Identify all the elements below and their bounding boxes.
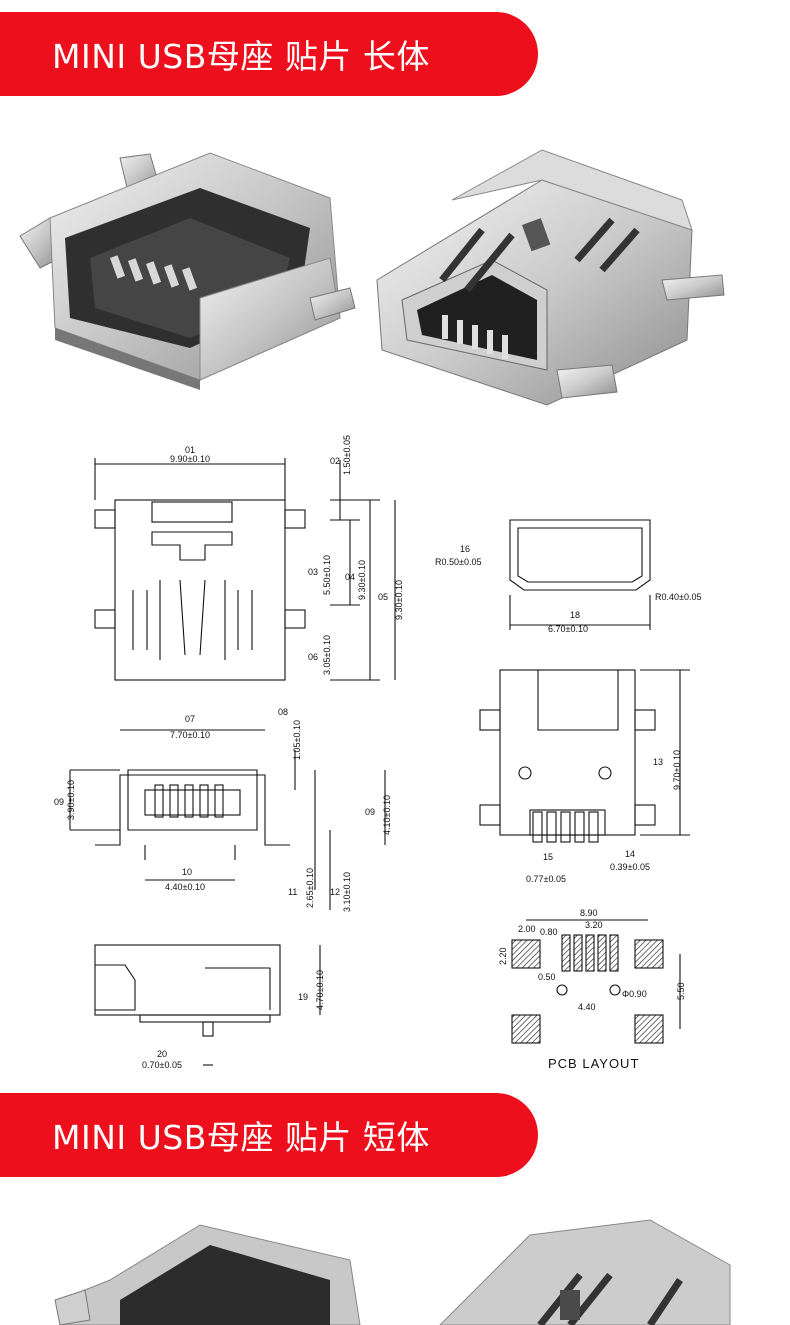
- opening-drawing: [509, 519, 651, 630]
- dim-r1: R0.50±0.05: [435, 557, 481, 567]
- label-10: 10: [182, 867, 192, 877]
- pcb-dim-pin: 0.50: [538, 972, 556, 982]
- pcb-dim-pad-gap: 0.80: [540, 927, 558, 937]
- label-01: 01: [185, 445, 195, 455]
- label-15: 15: [543, 852, 553, 862]
- dim-b: 9.30±0.10: [357, 560, 367, 600]
- label-14: 14: [625, 849, 635, 859]
- dim-tab: 1.50±0.05: [342, 435, 352, 475]
- label-09a: 09: [54, 797, 64, 807]
- label-05: 05: [378, 592, 388, 602]
- dim-front-width: 7.70±0.10: [170, 730, 210, 740]
- dim-d: 3.05±0.10: [322, 635, 332, 675]
- dim-r: 3.10±0.10: [342, 872, 352, 912]
- dim-l: 9.70±0.10: [672, 750, 682, 790]
- dim-a: 5.50±0.10: [322, 555, 332, 595]
- dim-c: 9.30±0.10: [394, 580, 404, 620]
- dim-h: 3.90±0.10: [66, 780, 76, 820]
- label-11: 11: [288, 887, 297, 897]
- label-02: 02: [330, 456, 340, 466]
- technical-drawing: 01 9.90±0.10 02 1.50±0.05 03 5.50±0.10 0…: [54, 435, 701, 1071]
- label-04: 04: [345, 572, 355, 582]
- banner-title-long: MINI USB母座 贴片 长体: [52, 37, 430, 76]
- label-08: 08: [278, 707, 288, 717]
- section-banner-short: MINI USB母座 贴片 短体: [0, 1093, 538, 1177]
- dim-opening-width: 6.70±0.10: [548, 624, 588, 634]
- section-banner-long: MINI USB母座 贴片 长体: [0, 12, 538, 96]
- label-09b: 09: [365, 807, 375, 817]
- pcb-dim-width: 8.90: [580, 908, 598, 918]
- label-06: 06: [308, 652, 318, 662]
- dim-t: 1.05±0.10: [292, 720, 302, 760]
- dim-h2: 4.10±0.10: [382, 795, 392, 835]
- top-view-drawing: [94, 458, 396, 681]
- dim-r2: R0.40±0.05: [655, 592, 701, 602]
- pcb-layout-drawing: [511, 919, 681, 1044]
- dim-side-h: 4.70±0.10: [315, 970, 325, 1010]
- label-18: 18: [570, 610, 580, 620]
- front-view-drawing: [69, 729, 386, 910]
- bottom-view-drawing: [479, 669, 690, 843]
- dim-pitch: 0.77±0.05: [526, 874, 566, 884]
- label-13: 13: [653, 757, 663, 767]
- label-12: 12: [330, 887, 340, 897]
- label-07: 07: [185, 714, 195, 724]
- dim-pin: 0.39±0.05: [610, 862, 650, 872]
- dim-side-pin: 0.70±0.05: [142, 1060, 182, 1070]
- side-view-drawing: [94, 944, 321, 1066]
- pcb-dim-pad-h: 2.20: [498, 947, 508, 965]
- label-20: 20: [157, 1049, 167, 1059]
- dim-width-top: 9.90±0.10: [170, 454, 210, 464]
- pcb-dim-side: 5.50: [676, 982, 686, 1000]
- pcb-dim-hole: Φ0.90: [622, 989, 647, 999]
- connector-photo-front-short: [439, 1219, 731, 1325]
- label-03: 03: [308, 567, 318, 577]
- pcb-layout-title: PCB LAYOUT: [548, 1056, 639, 1071]
- connector-photo-front-long: [376, 149, 725, 406]
- dim-q: 2.65±0.10: [305, 868, 315, 908]
- connector-photo-back-short: [54, 1224, 361, 1325]
- pcb-dim-hole-gap: 4.40: [578, 1002, 596, 1012]
- connector-photo-back-long: [19, 152, 356, 390]
- pcb-dim-pad-w: 2.00: [518, 924, 536, 934]
- label-16: 16: [460, 544, 470, 554]
- label-19: 19: [298, 992, 308, 1002]
- pcb-dim-pitch: 3.20: [585, 920, 603, 930]
- banner-title-short: MINI USB母座 贴片 短体: [52, 1118, 430, 1157]
- dim-p: 4.40±0.10: [165, 882, 205, 892]
